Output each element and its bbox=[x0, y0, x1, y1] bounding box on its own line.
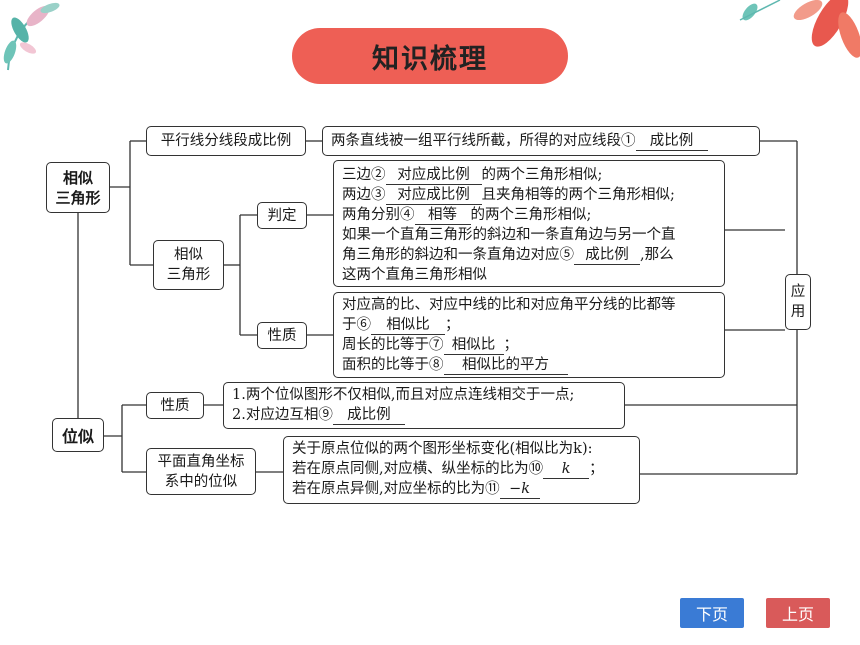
prop2-l1: 1.两个位似图形不仅相似,而且对应点连线相交于一点; bbox=[232, 387, 575, 403]
coord-l2a: 若在原点同侧,对应横、纵坐标的比为⑩ bbox=[292, 461, 544, 477]
node-similar-triangles: 相似 三角形 bbox=[153, 240, 224, 290]
coord-label-2: 系中的位似 bbox=[164, 473, 238, 490]
answer-1: 成比例 bbox=[635, 132, 708, 151]
apply-1: 应 bbox=[790, 284, 806, 300]
xiangsi-line2: 三角形 bbox=[166, 267, 211, 283]
node-parallel-lines: 平行线分线段成比例 bbox=[146, 126, 306, 156]
coord-l1: 关于原点位似的两个图形坐标变化(相似比为k): bbox=[292, 441, 593, 457]
leaf-decoration-left bbox=[3, 2, 60, 71]
node-coordinate-homothety: 平面直角坐标 系中的位似 bbox=[146, 448, 256, 495]
prop2-l2a: 2.对应边互相⑨ bbox=[232, 407, 333, 423]
node-application: 应 用 bbox=[785, 274, 811, 330]
answer-11: −k bbox=[499, 480, 540, 499]
crit-l5c: ,那么 bbox=[640, 247, 674, 263]
node-homothety-root: 位似 bbox=[52, 418, 104, 452]
root2-label: 位似 bbox=[61, 427, 94, 446]
parallel-text: 两条直线被一组平行线所截，所得的对应线段① bbox=[331, 133, 636, 149]
prop1-l1: 对应高的比、对应中线的比和对应角平分线的比都等 bbox=[342, 297, 676, 313]
prop1-l4a: 面积的比等于⑧ bbox=[342, 357, 444, 373]
prop1-l3a: 周长的比等于⑦ bbox=[342, 337, 444, 353]
next-page-button[interactable]: 下页 bbox=[680, 598, 744, 628]
crit-l2c: 且夹角相等的两个三角形相似; bbox=[481, 187, 675, 203]
answer-3: 对应成比例 bbox=[385, 186, 482, 205]
crit-l3a: 两角分别④ bbox=[342, 207, 415, 223]
prop1-l2c: ； bbox=[445, 317, 460, 333]
parallel-label: 平行线分线段成比例 bbox=[160, 133, 292, 149]
apply-2: 用 bbox=[790, 304, 806, 320]
root1-line1: 相似 bbox=[62, 168, 93, 187]
leaf-decoration-right bbox=[739, 0, 860, 58]
node-coordinate-homothety-text: 关于原点位似的两个图形坐标变化(相似比为k): 若在原点同侧,对应横、纵坐标的比… bbox=[283, 436, 640, 504]
crit-l2a: 两边③ bbox=[342, 187, 386, 203]
prop1-l2a: 于⑥ bbox=[342, 317, 371, 333]
answer-8: 相似比的平方 bbox=[443, 356, 568, 375]
answer-7: 相似比 bbox=[443, 336, 504, 355]
crit-l1c: 的两个三角形相似; bbox=[481, 167, 603, 183]
coord-l3a: 若在原点异侧,对应坐标的比为⑪ bbox=[292, 481, 500, 497]
page-title: 知识梳理 bbox=[292, 28, 568, 84]
coord-label-1: 平面直角坐标 bbox=[157, 453, 245, 470]
crit-l6: 这两个直角三角形相似 bbox=[342, 267, 487, 283]
prop1-l3c: ； bbox=[503, 337, 519, 353]
coord-l2c: ； bbox=[589, 461, 604, 477]
answer-4: 相等 bbox=[414, 206, 471, 225]
answer-5: 成比例 bbox=[574, 246, 640, 265]
node-properties-similar: 性质 bbox=[257, 322, 307, 349]
crit-l5a: 角三角形的斜边和一条直角边对应⑤ bbox=[342, 247, 574, 263]
crit-l4: 如果一个直角三角形的斜边和一条直角边与另一个直 bbox=[342, 227, 676, 243]
xiangsi-line1: 相似 bbox=[174, 247, 203, 263]
answer-2: 对应成比例 bbox=[385, 166, 482, 185]
prop2-label: 性质 bbox=[160, 397, 190, 414]
node-properties-homothety: 性质 bbox=[146, 392, 204, 419]
node-similar-triangles-root: 相似 三角形 bbox=[46, 162, 110, 213]
answer-10: k bbox=[543, 460, 590, 479]
prop1-label: 性质 bbox=[267, 327, 297, 344]
node-criteria: 判定 bbox=[257, 202, 307, 229]
root1-line2: 三角形 bbox=[55, 188, 101, 207]
crit-l3c: 的两个三角形相似; bbox=[470, 207, 592, 223]
answer-6: 相似比 bbox=[371, 316, 445, 335]
prev-page-button[interactable]: 上页 bbox=[766, 598, 830, 628]
answer-9: 成比例 bbox=[332, 406, 405, 425]
criteria-label: 判定 bbox=[267, 207, 297, 224]
crit-l1a: 三边② bbox=[342, 167, 386, 183]
page-title-text: 知识梳理 bbox=[372, 43, 488, 75]
